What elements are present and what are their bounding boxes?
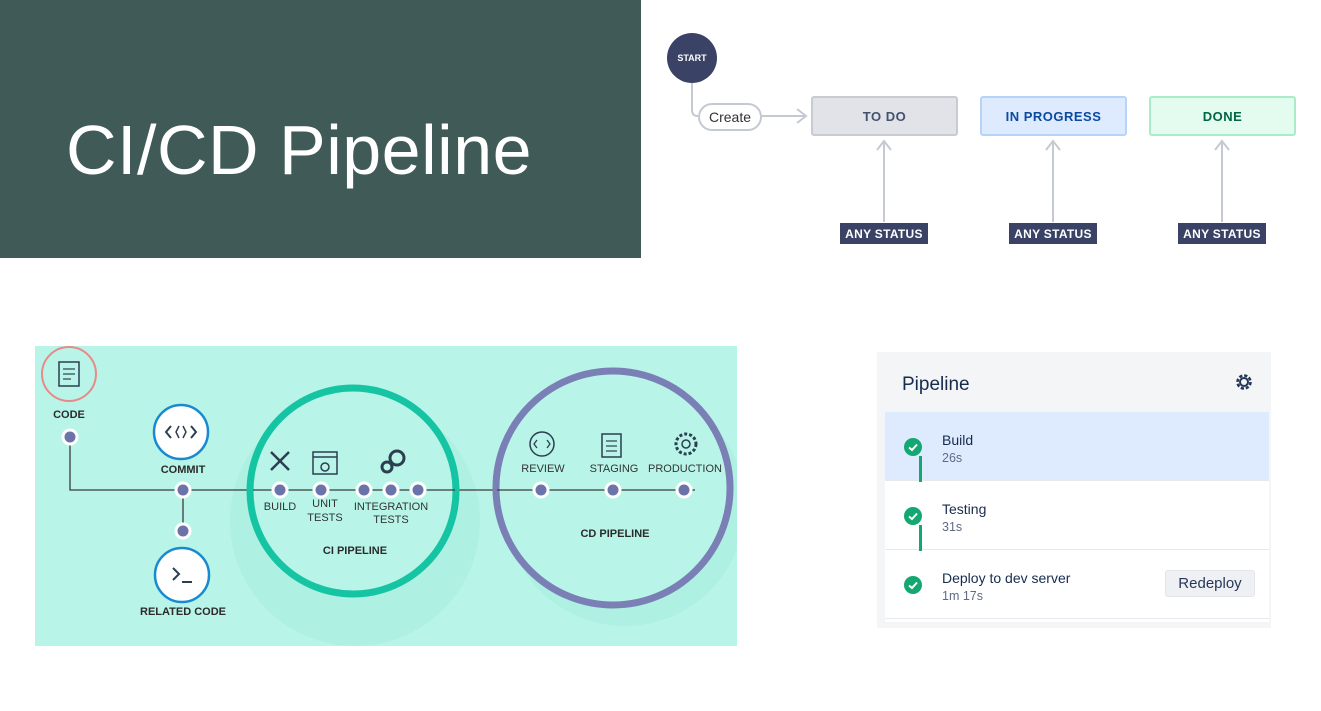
unit-label: UNIT [312, 498, 338, 510]
status-done[interactable]: DONE [1149, 96, 1296, 136]
pipeline-step-build[interactable]: Build 26s [885, 412, 1269, 481]
create-transition[interactable]: Create [698, 103, 762, 131]
review-label: REVIEW [521, 463, 565, 475]
build-label: BUILD [263, 501, 297, 513]
pipeline-panel: Pipeline Build 26s Testing 31s Deploy to… [877, 352, 1271, 628]
cicd-infographic: CODE COMMIT RELATED CODE BUILD UNIT TEST… [35, 346, 737, 646]
cd-pipeline-label: CD PIPELINE [580, 528, 650, 540]
step-connector [919, 525, 922, 551]
redeploy-button[interactable]: Redeploy [1165, 570, 1255, 597]
pipeline-step-deploy[interactable]: Deploy to dev server 1m 17s Redeploy [885, 550, 1269, 619]
settings-gear-icon[interactable] [1232, 370, 1256, 394]
commit-label: COMMIT [160, 464, 206, 476]
page-title: CI/CD Pipeline [66, 111, 533, 189]
pipeline-steps-list: Build 26s Testing 31s Deploy to dev serv… [885, 412, 1269, 622]
step-name: Build [942, 432, 974, 448]
code-label: CODE [53, 409, 85, 421]
any-status-badge-done: ANY STATUS [1178, 223, 1266, 244]
integration-label: INTEGRATION [353, 501, 429, 513]
step-duration: 1m 17s [942, 589, 983, 603]
integration-tests-label: TESTS [373, 514, 409, 526]
production-label: PRODUCTION [648, 463, 722, 475]
start-node: START [667, 33, 717, 83]
success-check-icon [904, 507, 922, 525]
ci-pipeline-label: CI PIPELINE [322, 545, 388, 557]
any-status-badge-todo: ANY STATUS [840, 223, 928, 244]
infographic-graphics [41, 346, 737, 646]
step-duration: 31s [942, 520, 963, 534]
step-name: Deploy to dev server [942, 570, 1071, 586]
success-check-icon [904, 576, 922, 594]
unit-tests-label: TESTS [307, 512, 343, 524]
step-name: Testing [942, 501, 987, 517]
ci-pipeline-ring [246, 384, 460, 598]
related-code-circle [153, 546, 211, 604]
commit-circle [152, 403, 210, 461]
workflow-connectors [691, 83, 1230, 222]
workflow-diagram: START Create TO DO IN PROGRESS DONE ANY … [650, 20, 1310, 260]
status-todo[interactable]: TO DO [811, 96, 958, 136]
step-duration: 26s [942, 451, 963, 465]
pipeline-title: Pipeline [902, 374, 970, 395]
staging-label: STAGING [589, 463, 639, 475]
related-code-label: RELATED CODE [140, 606, 226, 618]
any-status-badge-in-progress: ANY STATUS [1009, 223, 1097, 244]
pipeline-step-testing[interactable]: Testing 31s [885, 481, 1269, 550]
title-banner: CI/CD Pipeline [0, 0, 641, 258]
success-check-icon [904, 438, 922, 456]
step-connector [919, 456, 922, 482]
status-in-progress[interactable]: IN PROGRESS [980, 96, 1127, 136]
